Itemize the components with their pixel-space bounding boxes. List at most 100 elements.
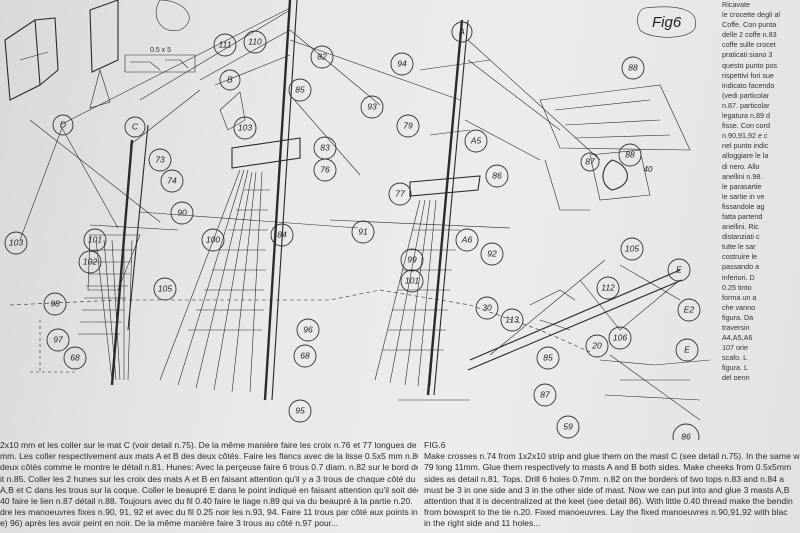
svg-text:113: 113	[505, 314, 519, 324]
svg-text:112: 112	[601, 282, 615, 292]
svg-text:A6: A6	[461, 234, 473, 244]
svg-text:A5: A5	[470, 135, 482, 145]
svg-text:Fig6: Fig6	[652, 14, 682, 31]
caption-english-line: Make crosses n.74 from 1x2x10 strip and …	[424, 451, 800, 462]
caption-english-line: in the right side and 11 holes...	[424, 518, 541, 529]
italian-column-line: forma un a	[722, 292, 757, 302]
svg-text:102: 102	[83, 256, 97, 266]
italian-column-line: indicato facendo	[722, 80, 775, 90]
italian-column-line: n.90,91,92 e c	[722, 131, 768, 141]
svg-text:85: 85	[543, 352, 553, 362]
svg-text:101: 101	[405, 275, 419, 285]
italian-column-line: le crocette degli al	[722, 10, 780, 20]
italian-column-line: fatta partend	[722, 211, 763, 221]
detail-sketches-top-left	[4, 0, 196, 109]
hull-line	[9, 289, 591, 353]
svg-text:E: E	[684, 344, 690, 354]
italian-column-line: tutte le sar	[722, 242, 756, 252]
italian-column-line: delle 2 coffe n.83	[722, 30, 777, 40]
italian-column-line: passando a	[722, 262, 760, 272]
svg-text:87: 87	[540, 389, 550, 399]
italian-column-line: del penn	[722, 373, 750, 380]
svg-text:87: 87	[585, 156, 595, 166]
italian-column-line: scafo. L	[722, 353, 748, 363]
italian-column-line: anellini n.98.	[722, 171, 763, 181]
caption-french: 2x10 mm et les coller sur le mat C (voir…	[0, 440, 418, 533]
caption-french-line: A,B et C dans les trous sur la coque. Co…	[0, 484, 418, 495]
svg-text:84: 84	[277, 229, 287, 239]
svg-text:90: 90	[177, 207, 187, 217]
mast-a	[329, 19, 601, 401]
svg-text:96: 96	[303, 324, 313, 334]
svg-text:30: 30	[482, 302, 492, 312]
svg-text:106: 106	[613, 332, 627, 342]
italian-column-line: praticati siano 3	[722, 50, 773, 60]
italian-column-line: inferiori. D	[722, 272, 755, 282]
italian-column-line: Coffe. Con punta	[722, 20, 777, 30]
svg-text:83: 83	[320, 142, 330, 152]
italian-column-line: coffe sulle crocet	[722, 40, 776, 50]
svg-text:B: B	[227, 74, 233, 84]
italian-column-line: n.87. particolar	[722, 100, 770, 110]
figure-title: Fig6	[637, 6, 697, 38]
italian-column-line: fissandole ag	[722, 201, 765, 211]
svg-text:C: C	[132, 121, 139, 131]
italian-column-line: 107 orie	[722, 343, 748, 353]
svg-text:73: 73	[155, 154, 165, 164]
caption-french-line: it n.85. Coller les 2 hunes sur les croi…	[0, 473, 418, 484]
svg-text:20: 20	[591, 340, 602, 350]
svg-text:100: 100	[206, 234, 220, 244]
italian-column-line: 0.25 tinto	[722, 282, 752, 292]
svg-text:76: 76	[320, 164, 330, 174]
italian-column-line: legatura n.89 d	[722, 111, 770, 121]
italian-column-line: Ricavate	[722, 0, 750, 9]
svg-text:103: 103	[9, 237, 23, 247]
caption-french-line: e) 96) après les avoir peint en noir. De…	[0, 518, 339, 529]
caption-french-line: 40 faire le lien n.87 détail n.88. Toujo…	[0, 495, 413, 506]
svg-text:79: 79	[403, 120, 413, 130]
italian-column-line: A4,A5,A6	[722, 333, 753, 343]
italian-column-line: distanziati c	[722, 232, 760, 242]
italian-column-line: (vedi particolar	[722, 90, 770, 100]
caption-english-line: FIG.6	[424, 440, 446, 450]
svg-text:88: 88	[628, 62, 638, 72]
svg-text:74: 74	[167, 175, 177, 185]
svg-text:111: 111	[219, 39, 232, 49]
italian-column-line: alloggiare le la	[722, 151, 769, 161]
caption-english-line: attention that it is decentralized at th…	[424, 495, 793, 506]
svg-text:85: 85	[295, 84, 305, 94]
italian-column-line: costruire le	[722, 252, 758, 262]
italian-column-line: che vanno	[722, 302, 756, 312]
svg-text:68: 68	[300, 350, 310, 360]
italian-column-line: questo punto pos	[722, 60, 778, 70]
italian-column-line: traversin	[722, 323, 750, 332]
svg-text:101: 101	[88, 234, 102, 244]
svg-text:40: 40	[644, 165, 653, 174]
italian-column-line: le sartie in ve	[722, 191, 765, 201]
svg-text:99: 99	[407, 254, 417, 264]
svg-text:68: 68	[70, 352, 80, 362]
detail-sketches-right	[539, 84, 711, 421]
svg-text:110: 110	[248, 36, 262, 46]
caption-french-line: mm. Les coller respectivement aux mats A…	[0, 451, 418, 462]
caption-english-line: must be 3 in one side and 3 in the other…	[424, 484, 790, 495]
svg-text:88: 88	[625, 149, 635, 159]
caption-english-line: 79 long 11mm. Glue them respectively to …	[424, 462, 792, 473]
italian-column-line: di nero. Allo	[722, 161, 760, 171]
caption-french-line: deux côtés comme le montre le détail n.8…	[0, 462, 418, 473]
svg-text:91: 91	[358, 226, 368, 236]
callout-markers: 111 110 82 85 103 83 76 84 100 90 91 101…	[4, 21, 701, 440]
svg-text:105: 105	[625, 243, 639, 253]
italian-column-line: rispettivi fori sue	[722, 70, 774, 80]
svg-text:105: 105	[158, 283, 172, 293]
svg-text:103: 103	[238, 122, 252, 132]
svg-text:95: 95	[295, 405, 305, 415]
svg-text:82: 82	[317, 51, 327, 61]
svg-text:D: D	[60, 119, 66, 129]
italian-column-line: nel punto indic	[722, 141, 769, 151]
caption-french-line: dre les manoeuvres fixes n.90, 91, 92 et…	[0, 507, 418, 518]
caption-english-line: from bowsprit to the tie n.20. Fixed man…	[424, 507, 788, 518]
svg-text:92: 92	[487, 248, 497, 258]
